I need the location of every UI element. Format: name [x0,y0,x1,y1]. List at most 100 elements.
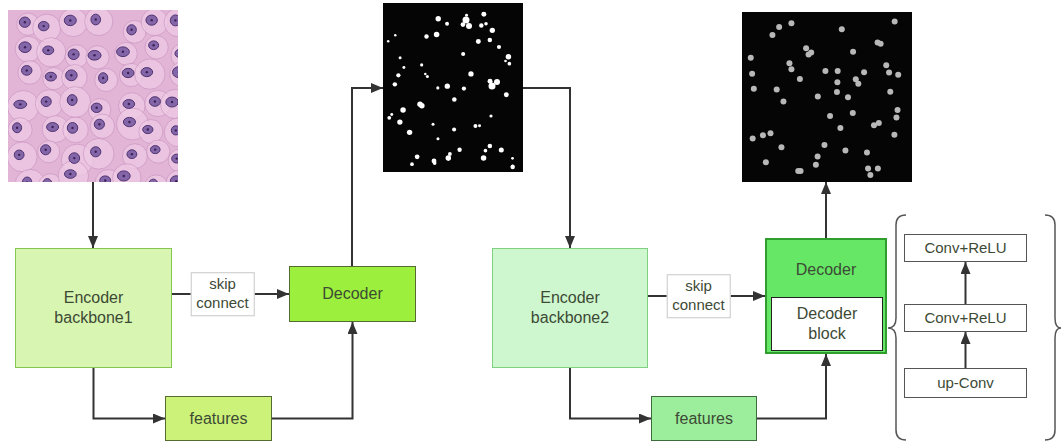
nucleus [13,123,22,133]
nucleolus [16,127,18,129]
nucleus [91,14,101,25]
nucleus-point [861,69,867,75]
nucleus [122,68,134,77]
nucleus-point [815,153,821,159]
nucleus-point [426,75,429,78]
nucleolus [122,51,124,53]
nucleolus [175,129,177,131]
nucleolus [131,153,133,155]
nucleus-point [511,157,514,160]
nucleolus [95,18,97,20]
nucleus-point [481,12,486,17]
nucleus-point [795,168,801,174]
nucleolus [44,149,46,151]
nucleolus [178,71,179,73]
nucleus-point [895,107,901,113]
node-text: Encoder backbone1 [54,288,132,328]
encoder-box: Encoder backbone1 [15,248,172,368]
cytoplasm [33,14,61,42]
nucleolus [171,101,173,103]
nucleus-point [476,39,481,44]
nucleolus [26,69,28,71]
nucleus-point [462,86,466,90]
nucleus-point [763,159,769,165]
nucleus-point [417,101,422,106]
nucleolus [72,53,74,55]
nucleus-point [499,147,504,152]
nucleus-point [446,155,452,161]
nucleus-point [845,94,851,100]
nucleus [170,15,178,26]
decoder-box: Decoder [289,266,416,322]
cytoplasm [135,59,165,89]
cytoplasm [170,62,178,86]
nucleus [172,154,178,163]
cytoplasm [145,36,168,59]
nucleus-point [407,130,412,135]
nucleus-point [436,86,439,89]
nucleolus [123,175,125,177]
nucleus-point [488,144,493,149]
probability-map [383,3,523,172]
nucleus [173,67,178,78]
nucleus [66,70,78,81]
nucleolus [47,49,49,51]
nucleus-point [780,99,786,105]
nucleus-point [436,137,439,140]
nucleolus [130,29,132,31]
nucleus-point [892,18,898,24]
nucleus-point [839,26,845,32]
nucleolus [128,103,130,105]
histology-image [8,10,178,182]
nucleolus [154,100,156,102]
nucleus-point [390,113,393,116]
nucleolus [45,100,47,102]
nucleus [41,145,51,155]
nucleus-point [481,155,486,160]
nucleus-point [760,132,766,138]
nucleolus [73,157,75,159]
nucleus [69,153,80,164]
nucleus-point [786,60,792,66]
nucleus-point [751,86,757,92]
nucleus-point [504,92,509,97]
nucleolus [69,19,71,21]
cytoplasm [145,175,168,182]
map-ground [742,12,912,182]
nucleus-point [504,60,507,63]
cytoplasm [115,42,138,65]
nucleolus [176,157,178,159]
nucleolus [94,151,96,153]
nucleolus [42,25,44,27]
nucleus-point [387,116,391,120]
decoder-box: DecoderDecoder block [765,238,887,354]
nucleus [150,146,160,154]
nucleolus [150,19,152,21]
nucleus-point [510,165,514,169]
node-text: Decoder [796,260,856,280]
cytoplasm [8,91,39,123]
nucleolus [24,21,26,23]
nucleus-point [508,62,512,66]
nucleus-point [875,165,881,171]
nucleus-point [853,76,859,82]
flow-arrow [965,332,967,368]
nucleus-point [827,113,833,119]
nucleus-point [850,110,856,116]
nucleus [149,179,158,182]
nucleus-point [420,63,423,66]
nucleus-point [488,38,493,43]
nucleus [166,97,178,107]
nucleus-point [394,34,396,36]
nucleus [149,41,159,50]
cytoplasm [38,141,60,163]
nucleus-point [473,124,477,128]
nucleus-point [893,115,899,121]
nucleus-point [463,17,470,24]
nucleolus [19,103,21,105]
nucleus-point [452,128,456,132]
nucleus-point [436,16,441,21]
nucleolus [102,77,104,79]
nucleus-point [410,162,414,166]
node-text: features [675,409,733,429]
